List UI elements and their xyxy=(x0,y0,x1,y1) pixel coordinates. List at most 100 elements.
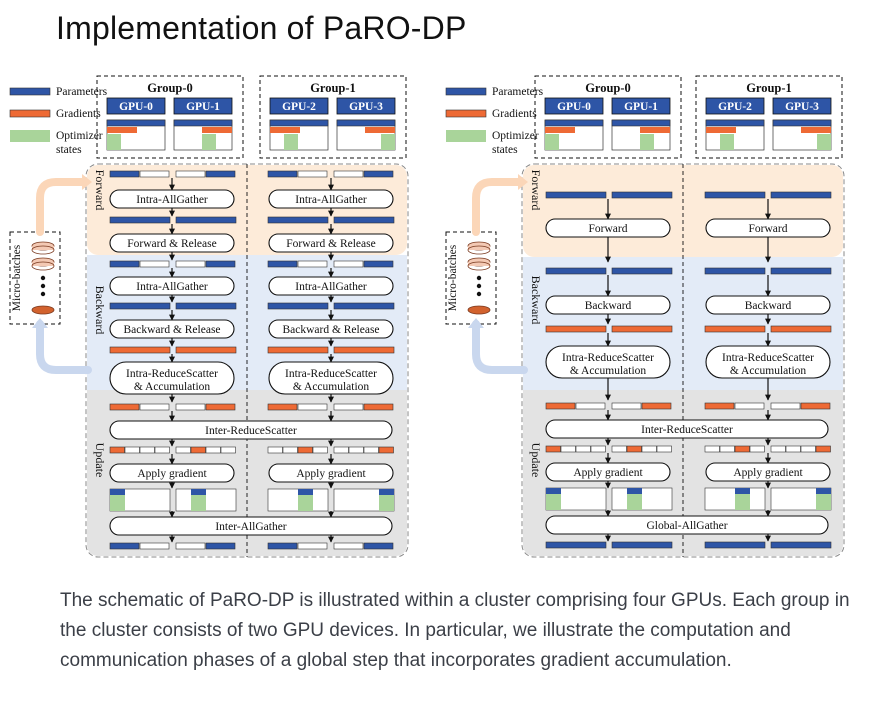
page-title: Implementation of PaRO-DP xyxy=(56,10,467,46)
optimizer-param-quarter xyxy=(735,488,750,494)
left-backward-label: Backward xyxy=(93,286,107,335)
grad-quarter-bar xyxy=(124,446,140,454)
right-update-label: Update xyxy=(529,443,543,478)
group-box xyxy=(534,75,682,159)
grad-quarter-bar xyxy=(611,445,627,453)
micro-batches-label: Micro-batches xyxy=(447,244,459,311)
gpu-grad-shard xyxy=(640,127,670,133)
gpu-grad-shard xyxy=(706,127,736,133)
grad-quarter-bar xyxy=(378,446,394,454)
param-shard-bar xyxy=(363,542,394,550)
grad-shard-bar xyxy=(545,402,576,410)
ellipsis-dot xyxy=(476,283,482,289)
grad-quarter-bar xyxy=(626,445,642,453)
grad-shard-bar xyxy=(641,402,672,410)
micro-batch-disc-edge xyxy=(31,261,55,271)
optimizer-state-quarter xyxy=(110,495,125,511)
param-shard-bar xyxy=(267,260,298,268)
optimizer-state-quarter xyxy=(816,494,831,510)
optimizer-param-quarter xyxy=(298,489,313,495)
param-shard-bar xyxy=(139,260,170,268)
gpu-label: GPU-3 xyxy=(785,101,819,113)
param-full-bar xyxy=(267,302,329,310)
gpu-opt-shard xyxy=(107,134,121,150)
gpu-opt-shard xyxy=(284,134,298,150)
optimizer-param-quarter xyxy=(627,488,642,494)
inter-reducescatter xyxy=(109,420,393,440)
legend-parameters-label: Parameters xyxy=(492,86,544,98)
gpu-opt-shard xyxy=(720,134,734,150)
backward-release-label: Backward & Release xyxy=(282,324,379,336)
param-shard-bar xyxy=(363,170,394,178)
gpu-grad-shard xyxy=(545,127,575,133)
grad-quarter-bar xyxy=(560,445,576,453)
intra-allgather-2-label: Intra-AllGather xyxy=(295,281,367,293)
gpu-params xyxy=(269,119,329,127)
grad-quarter-bar xyxy=(109,446,125,454)
gpu-label: GPU-1 xyxy=(186,101,220,113)
diagram-svg: ParametersGradientsOptimizerstatesGroup-… xyxy=(9,75,845,558)
intra-reducescatter-label-2: & Accumulation xyxy=(570,365,647,377)
param-full-bar xyxy=(109,216,171,224)
gpu-badge xyxy=(106,97,166,115)
grad-quarter-bar xyxy=(545,445,561,453)
gpu-badge xyxy=(173,97,233,115)
param-shard-bar xyxy=(333,542,364,550)
inter-reducescatter-label: Inter-ReduceScatter xyxy=(641,424,733,436)
ellipsis-dot xyxy=(40,283,46,289)
gpu-params xyxy=(544,119,604,127)
grad-full-bar xyxy=(109,346,171,354)
apply-gradient-label: Apply gradient xyxy=(573,467,643,479)
param-shard-bar xyxy=(205,170,236,178)
micro-batch-disc-edge xyxy=(467,245,491,255)
param-shard-bar xyxy=(175,260,206,268)
group-label: Group-0 xyxy=(147,81,193,95)
right-backward-label: Backward xyxy=(529,276,543,325)
ellipsis-dot xyxy=(40,275,46,281)
gpu-label: GPU-2 xyxy=(282,101,316,113)
param-full-bar xyxy=(611,541,673,549)
grad-quarter-bar xyxy=(734,445,750,453)
optimizer-state-quarter xyxy=(627,494,642,510)
intra-reducescatter-label-1: Intra-ReduceScatter xyxy=(722,352,814,364)
grad-quarter-bar xyxy=(282,446,298,454)
grad-shard-bar xyxy=(770,402,801,410)
optimizer-state-quarter xyxy=(298,495,313,511)
grad-quarter-bar xyxy=(363,446,379,454)
grad-shard-bar xyxy=(267,403,298,411)
param-shard-bar xyxy=(363,260,394,268)
legend-gradients-swatch xyxy=(445,109,487,118)
param-shard-bar xyxy=(267,542,298,550)
grad-shard-bar xyxy=(734,402,765,410)
grad-quarter-bar xyxy=(220,446,236,454)
group-label: Group-1 xyxy=(746,81,792,95)
grad-full-bar xyxy=(770,325,832,333)
gpu-grad-shard xyxy=(107,127,137,133)
param-shard-bar xyxy=(297,542,328,550)
grad-shard-bar xyxy=(575,402,606,410)
gpu-params xyxy=(173,119,233,127)
grad-full-bar xyxy=(611,325,673,333)
backward-loop-arrow xyxy=(36,320,92,374)
grad-quarter-bar xyxy=(267,446,283,454)
optimizer-param-quarter xyxy=(191,489,206,495)
intra-reducescatter-label-2: & Accumulation xyxy=(134,381,211,393)
legend-optimizer-label-2: states xyxy=(56,144,82,156)
group-label: Group-0 xyxy=(585,81,631,95)
inter-reducescatter-label: Inter-ReduceScatter xyxy=(205,425,297,437)
param-shard-bar xyxy=(175,170,206,178)
gpu-params xyxy=(772,119,832,127)
intra-reducescatter-label-1: Intra-ReduceScatter xyxy=(126,368,218,380)
param-full-bar xyxy=(770,191,832,199)
intra-allgather-2-label: Intra-AllGather xyxy=(136,281,208,293)
global-allgather xyxy=(545,515,829,535)
grad-shard-bar xyxy=(205,403,236,411)
gpu-opt-shard xyxy=(202,134,216,150)
backward-label: Backward xyxy=(585,300,632,312)
legend-optimizer-label-1: Optimizer xyxy=(56,130,103,142)
micro-batch-disc-side xyxy=(468,246,490,250)
forward-loop-arrow xyxy=(472,178,522,236)
intra-reducescatter-label-1: Intra-ReduceScatter xyxy=(285,368,377,380)
grad-quarter-bar xyxy=(348,446,364,454)
